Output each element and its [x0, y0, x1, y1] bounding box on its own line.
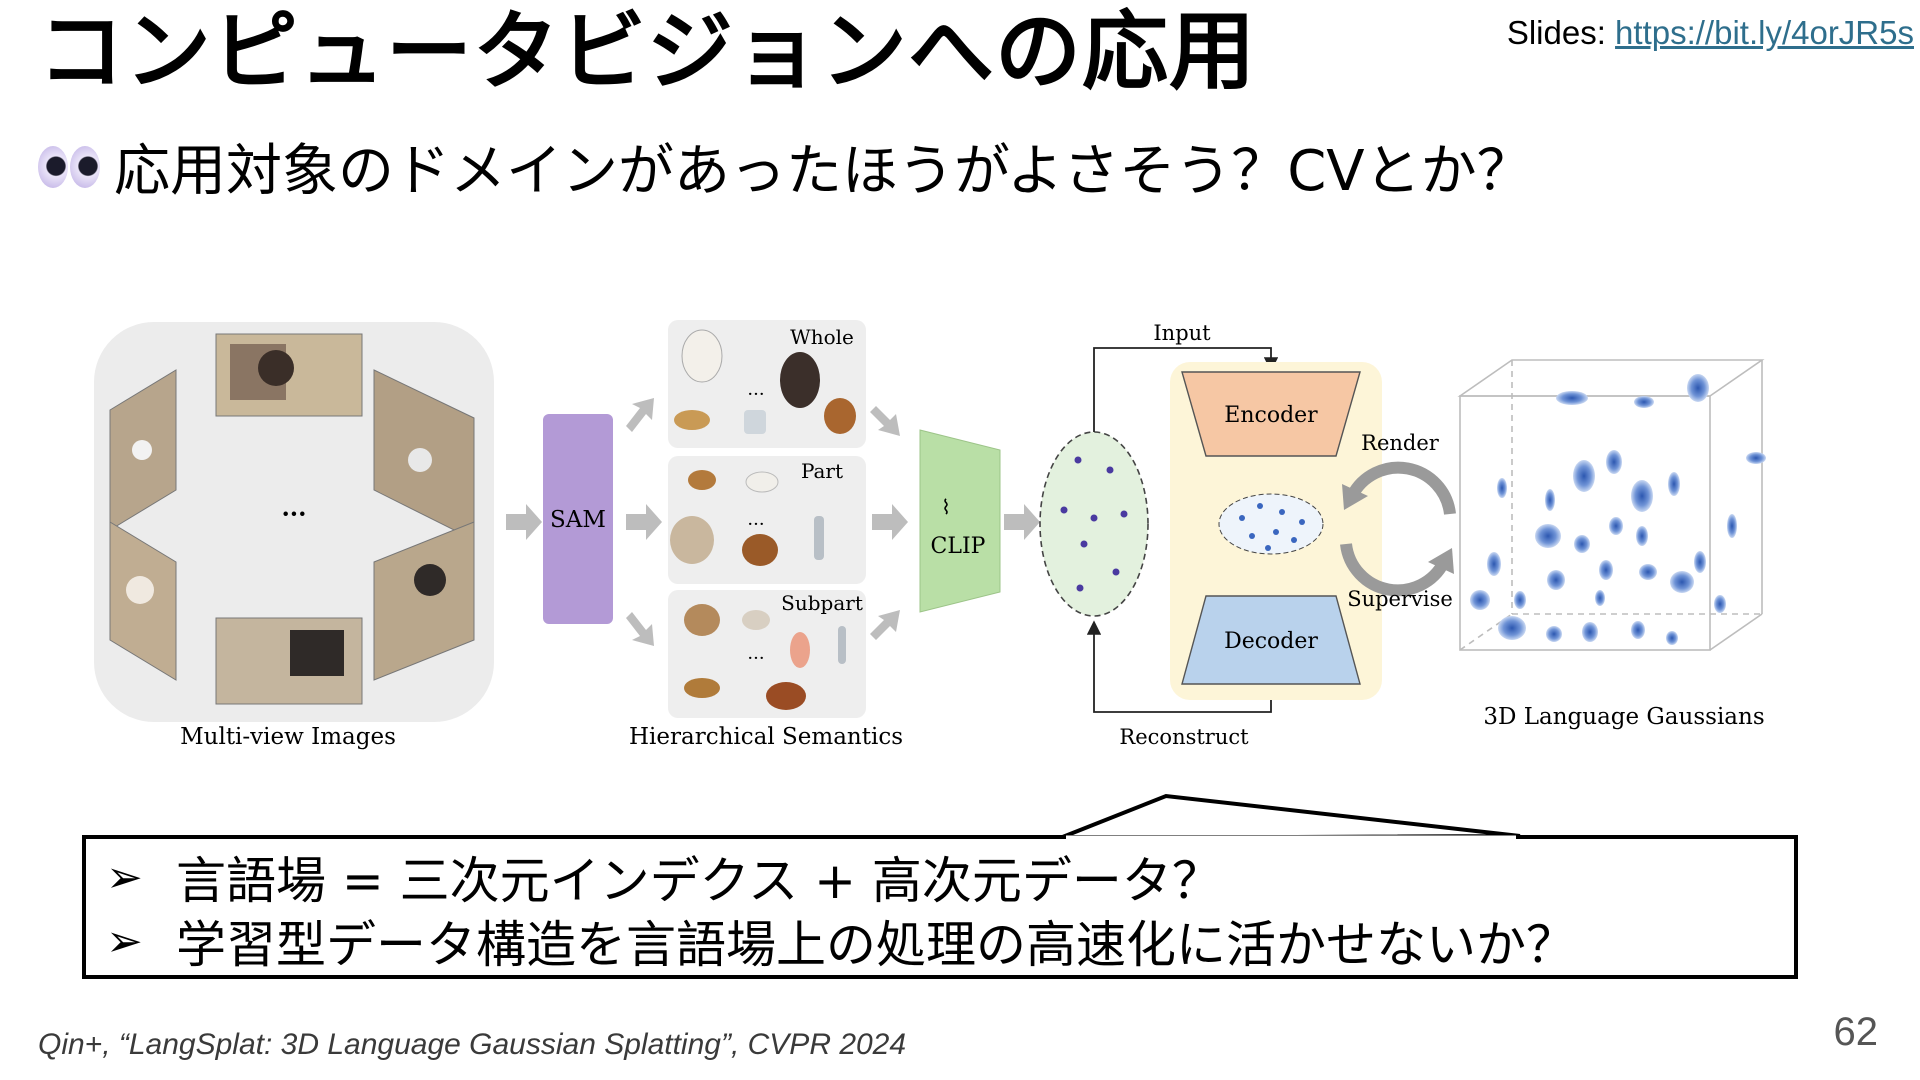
page-number: 62: [1833, 1010, 1879, 1054]
arrow-icon: [506, 504, 542, 540]
language-features: Input Reconstruct: [1039, 321, 1279, 749]
arrow-icon: [872, 504, 908, 540]
slides-url-link[interactable]: https://bit.ly/4orJR5s: [1615, 14, 1914, 51]
langsplat-pipeline-figure: ··· Multi-view Images SAM Whole Part Sub…: [80, 300, 1800, 760]
paperclip-icon: ⌇: [941, 495, 951, 519]
eyes-icon: [38, 145, 100, 188]
callout-bullet: ➢ 学習型データ構造を言語場上の処理の高速化に活かせないか？: [106, 909, 1794, 975]
arrow-bullet-icon: ➢: [106, 915, 143, 967]
multi-view-images-panel: ··· Multi-view Images: [94, 322, 494, 750]
slides-link: Slides: https://bit.ly/4orJR5s: [1507, 14, 1914, 52]
hierarchical-semantics-label: Hierarchical Semantics: [629, 724, 903, 750]
view-thumbnail: [215, 333, 363, 417]
render-supervise-cycle: Render Supervise: [1340, 431, 1456, 611]
encoder-label: Encoder: [1224, 403, 1318, 428]
sam-block: SAM: [543, 414, 613, 624]
view-thumbnail: [215, 617, 363, 705]
gaussians-label: 3D Language Gaussians: [1483, 704, 1764, 730]
language-gaussians-cube: 3D Language Gaussians: [1457, 359, 1766, 730]
arrow-icon: [870, 406, 900, 436]
latent-code: [1218, 493, 1324, 555]
decoder-label: Decoder: [1224, 629, 1318, 654]
citation: Qin+, “LangSplat: 3D Language Gaussian S…: [38, 1028, 907, 1061]
hierarchical-semantics: Whole Part Subpart ··· ··· ··· Hierarchi…: [629, 320, 903, 750]
arrow-bullet-icon: ➢: [106, 851, 143, 903]
object-crops: [670, 329, 856, 710]
subtitle-text: 応用対象のドメインがあったほうがよさそう？CVとか？: [114, 139, 1533, 204]
view-thumbnail: [373, 521, 475, 681]
arrow-icon: [626, 504, 662, 540]
view-thumbnail: [109, 369, 177, 531]
arrow-icon: [626, 612, 654, 646]
callout-bullet-text: 言語場 = 三次元インデクス + 高次元データ？: [176, 852, 1222, 910]
callout-box: ➢ 言語場 = 三次元インデクス + 高次元データ？ ➢ 学習型データ構造を言語…: [82, 835, 1798, 979]
encoder-block: Encoder: [1181, 371, 1361, 457]
multi-view-images-label: Multi-view Images: [180, 724, 396, 750]
supervise-label: Supervise: [1347, 587, 1453, 611]
arrow-icon: [1004, 504, 1040, 540]
clip-block: ⌇ CLIP: [919, 429, 1001, 613]
part-ellipsis: ···: [747, 514, 764, 535]
callout-bullet: ➢ 言語場 = 三次元インデクス + 高次元データ？: [106, 845, 1794, 911]
subtitle: 応用対象のドメインがあったほうがよさそう？CVとか？: [38, 126, 1533, 207]
slide-title: コンピュータビジョンへの応用: [38, 2, 1256, 102]
whole-ellipsis: ···: [747, 384, 764, 405]
view-thumbnail: [109, 521, 177, 681]
views-ellipsis: ···: [281, 499, 306, 528]
arrow-icon: [626, 398, 654, 432]
clip-label: CLIP: [931, 534, 986, 559]
autoencoder: Encoder Decoder: [1170, 362, 1382, 700]
render-label: Render: [1361, 431, 1440, 455]
subpart-ellipsis: ···: [747, 648, 764, 669]
whole-label: Whole: [790, 325, 854, 349]
sam-label: SAM: [550, 507, 606, 533]
arrow-icon: [870, 610, 900, 640]
gaussian-blobs: [1470, 374, 1766, 645]
reconstruct-label: Reconstruct: [1119, 725, 1249, 749]
subpart-label: Subpart: [781, 591, 863, 615]
slides-link-label: Slides:: [1506, 14, 1616, 51]
callout-bullet-text: 学習型データ構造を言語場上の処理の高速化に活かせないか？: [176, 916, 1576, 974]
decoder-block: Decoder: [1181, 595, 1361, 685]
flow-arrows: [506, 398, 1280, 646]
part-label: Part: [801, 459, 843, 483]
input-label: Input: [1153, 321, 1211, 345]
